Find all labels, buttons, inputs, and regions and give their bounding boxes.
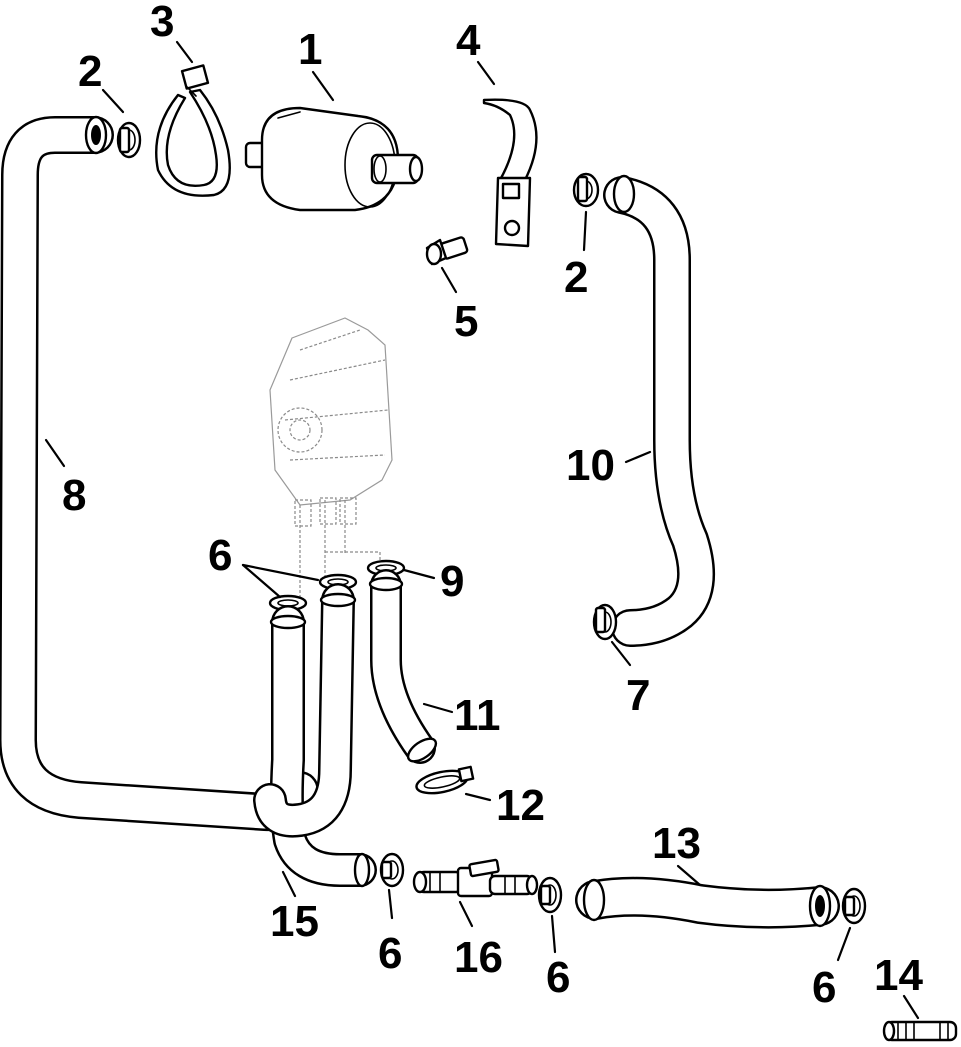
callout-11: 11 bbox=[454, 691, 501, 740]
clamp-2-right bbox=[572, 172, 600, 208]
clamp-6-pump-right bbox=[318, 573, 358, 591]
connector-16 bbox=[412, 858, 539, 898]
hose-11 bbox=[368, 569, 438, 764]
callout-6-bottom-c: 6 bbox=[812, 963, 836, 1012]
clamp-6-pump-left bbox=[268, 594, 308, 612]
screw-5 bbox=[425, 236, 469, 266]
fitting-14 bbox=[882, 1020, 958, 1042]
callout-9: 9 bbox=[440, 557, 464, 606]
callout-6-bottom-b: 6 bbox=[546, 953, 570, 1002]
callout-4: 4 bbox=[456, 16, 481, 65]
fuel-pump-phantom bbox=[269, 317, 393, 600]
clamp-6-bottom-c bbox=[841, 887, 867, 925]
hose-15 bbox=[253, 583, 377, 888]
callout-14: 14 bbox=[874, 951, 923, 1000]
callout-labels: 1 2 3 4 5 2 10 7 8 6 9 11 12 13 15 6 16 … bbox=[62, 0, 923, 1012]
hose-10 bbox=[603, 174, 716, 647]
callout-15: 15 bbox=[270, 897, 319, 946]
callout-6-pump: 6 bbox=[208, 531, 232, 580]
callout-16: 16 bbox=[454, 933, 503, 982]
leader-lines bbox=[44, 40, 920, 1020]
strap-3 bbox=[155, 64, 231, 197]
callout-10: 10 bbox=[566, 441, 615, 490]
callout-13: 13 bbox=[652, 819, 701, 868]
hose-8 bbox=[0, 115, 319, 832]
clamp-12 bbox=[415, 765, 475, 795]
clamp-7 bbox=[592, 603, 618, 641]
callout-2-right: 2 bbox=[564, 253, 588, 302]
callout-12: 12 bbox=[496, 781, 545, 830]
hose-13 bbox=[575, 876, 840, 929]
callout-2-left: 2 bbox=[78, 47, 102, 96]
callout-7: 7 bbox=[626, 671, 650, 720]
bracket-4 bbox=[482, 98, 538, 248]
fuel-filter-1 bbox=[244, 106, 424, 212]
callout-6-bottom-a: 6 bbox=[378, 929, 402, 978]
callout-8: 8 bbox=[62, 471, 86, 520]
clamp-6-bottom-a bbox=[379, 852, 405, 888]
clamp-6-bottom-b bbox=[537, 876, 563, 914]
callout-1: 1 bbox=[298, 25, 322, 74]
clamp-2-left bbox=[116, 121, 142, 159]
callout-5: 5 bbox=[454, 297, 478, 346]
callout-3: 3 bbox=[150, 0, 174, 46]
